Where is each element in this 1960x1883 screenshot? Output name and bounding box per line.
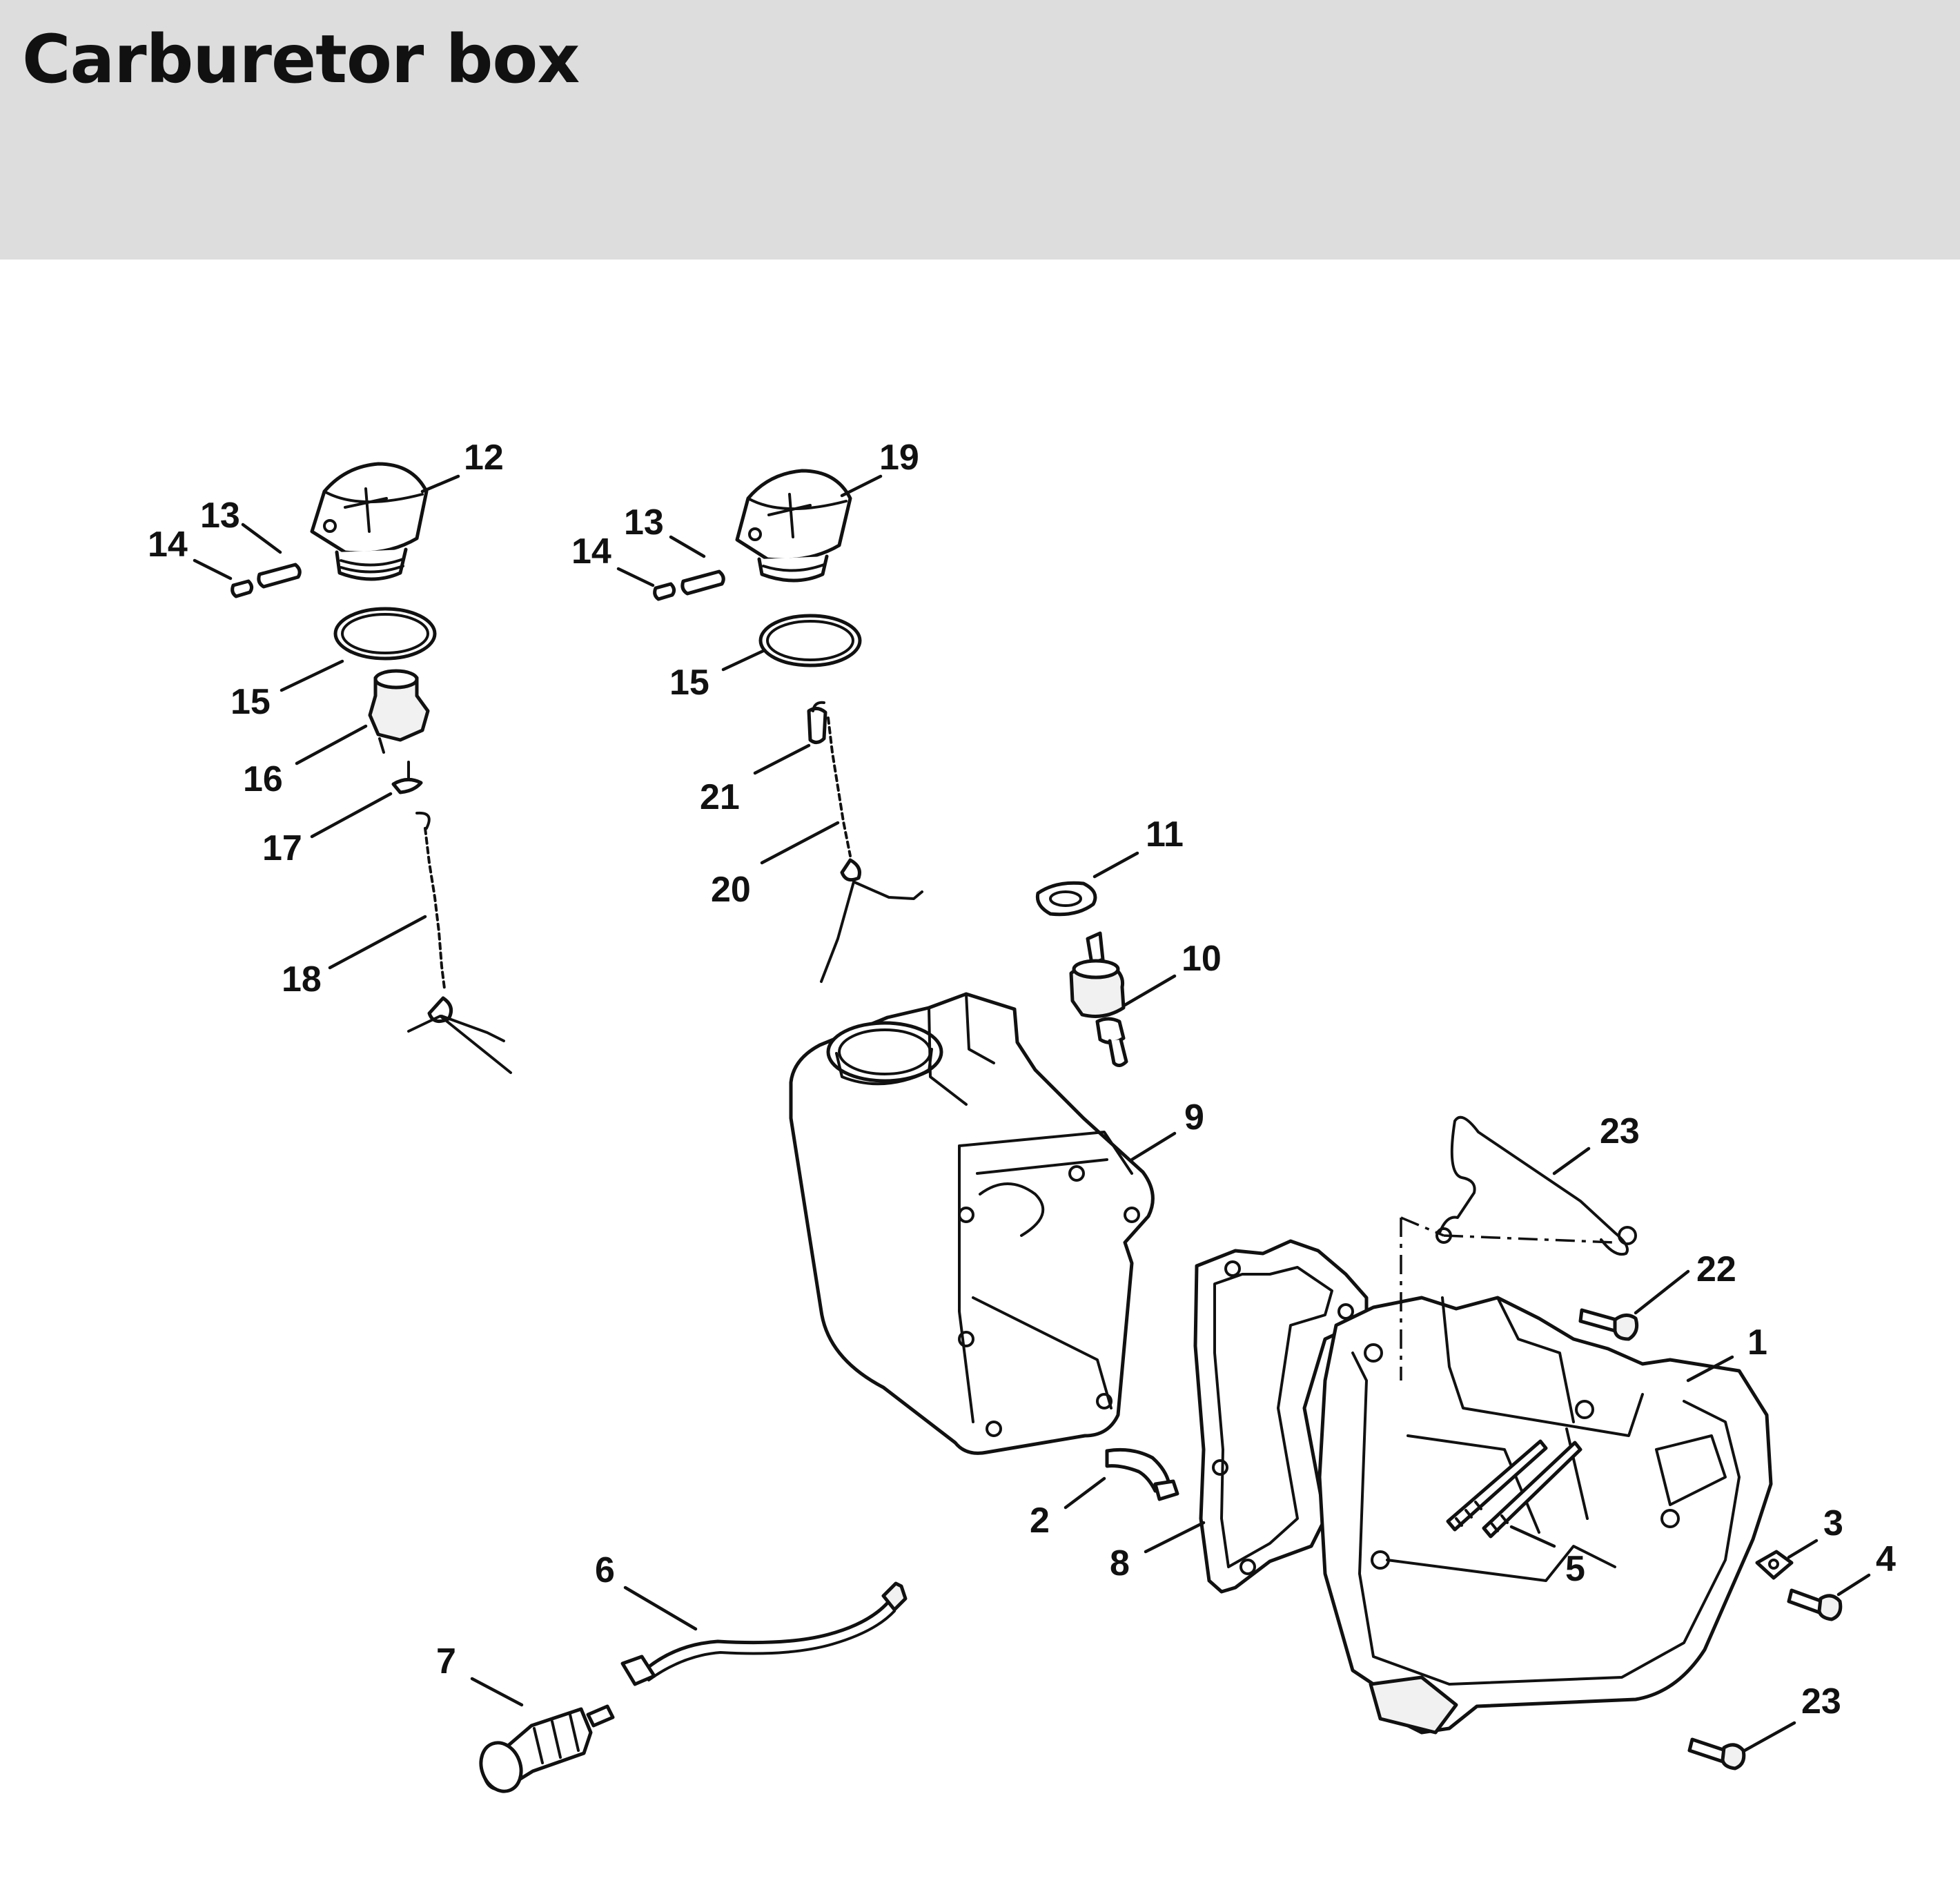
adapter-16 [368, 669, 430, 754]
hook-23-top [1435, 1115, 1637, 1256]
callout-15b: 15 [669, 663, 709, 703]
leader-14a [193, 558, 233, 580]
callout-20: 20 [711, 870, 751, 910]
valve-disc-17 [391, 761, 423, 794]
callout-18: 18 [282, 959, 322, 999]
tank-housing-9 [789, 992, 1155, 1455]
callout-8: 8 [1110, 1543, 1130, 1583]
callout-16: 16 [243, 759, 283, 799]
leader-3 [1787, 1539, 1819, 1559]
callout-11: 11 [1146, 814, 1184, 855]
chain-20 [820, 716, 923, 983]
callout-23b: 23 [1801, 1681, 1841, 1721]
leader-4 [1836, 1573, 1871, 1597]
callout-10: 10 [1182, 939, 1222, 979]
studs-5 [1446, 1439, 1582, 1539]
screw-4 [1787, 1588, 1843, 1621]
callout-15: 15 [231, 682, 271, 722]
leader-11 [1092, 851, 1139, 879]
washer-plate-3 [1755, 1550, 1794, 1580]
screw-22 [1578, 1308, 1639, 1341]
carburetor-box-1 [1317, 1296, 1773, 1735]
leader-20 [760, 821, 840, 865]
header-band [0, 0, 1960, 260]
elbow-fitting-2 [1105, 1447, 1179, 1501]
callout-4: 4 [1876, 1539, 1896, 1579]
leader-13b [669, 535, 706, 558]
fuel-filter-7 [479, 1704, 615, 1793]
leader-14b [616, 567, 655, 587]
callout-12: 12 [464, 438, 504, 478]
o-ring-15a [333, 607, 437, 661]
callouts: 12 13 14 15 16 17 18 19 13 14 15 21 20 1… [148, 438, 1896, 1753]
leader-21 [753, 743, 811, 775]
callout-22: 22 [1696, 1249, 1736, 1289]
retainer-21 [807, 701, 827, 744]
screw-23-bottom [1687, 1737, 1746, 1770]
callout-19: 19 [879, 438, 919, 478]
leader-15b [721, 648, 767, 672]
callout-17: 17 [262, 828, 302, 868]
leader-15a [280, 659, 344, 692]
filler-cap-19 [735, 469, 852, 583]
leader-13a [241, 523, 282, 554]
leader-2 [1064, 1476, 1106, 1510]
leader-22 [1634, 1269, 1690, 1315]
leader-16 [295, 724, 368, 765]
callout-14b: 14 [571, 531, 611, 572]
leader-6 [623, 1586, 698, 1631]
nut-11 [1035, 881, 1097, 917]
callout-13: 13 [200, 496, 240, 536]
assembly-line [1400, 1216, 1616, 1380]
gasket-8 [1193, 1239, 1369, 1594]
leader-19 [840, 474, 883, 498]
callout-14: 14 [148, 525, 188, 565]
leader-12a [420, 474, 460, 494]
leader-5 [1509, 1525, 1556, 1548]
leader-18 [328, 915, 427, 970]
leader-10 [1123, 974, 1177, 1007]
callout-1: 1 [1747, 1323, 1767, 1363]
fitting-10 [1069, 931, 1128, 1067]
callout-2: 2 [1030, 1501, 1050, 1541]
callout-9: 9 [1184, 1097, 1204, 1138]
pin-13a [257, 563, 302, 589]
leader-23b [1743, 1721, 1796, 1753]
callout-23: 23 [1600, 1111, 1640, 1151]
chain-18 [407, 811, 512, 1074]
callout-5: 5 [1565, 1549, 1585, 1589]
spring-pin-14a [231, 579, 254, 598]
fuel-hose-6 [620, 1581, 908, 1686]
page-title: Carburetor box [22, 21, 580, 98]
callout-7: 7 [436, 1641, 456, 1681]
o-ring-15b [758, 614, 862, 667]
leader-1 [1686, 1355, 1734, 1383]
leader-7 [470, 1677, 524, 1707]
spring-pin-14b [653, 582, 676, 601]
leader-8 [1144, 1521, 1206, 1554]
callout-21: 21 [700, 777, 740, 817]
callout-13b: 13 [624, 503, 664, 543]
leader-23a [1552, 1147, 1591, 1175]
pin-13b [680, 569, 725, 596]
leader-17 [310, 792, 393, 839]
callout-6: 6 [595, 1550, 615, 1590]
callout-3: 3 [1823, 1503, 1843, 1543]
leader-9 [1130, 1131, 1177, 1162]
filler-cap-12 [310, 462, 429, 581]
